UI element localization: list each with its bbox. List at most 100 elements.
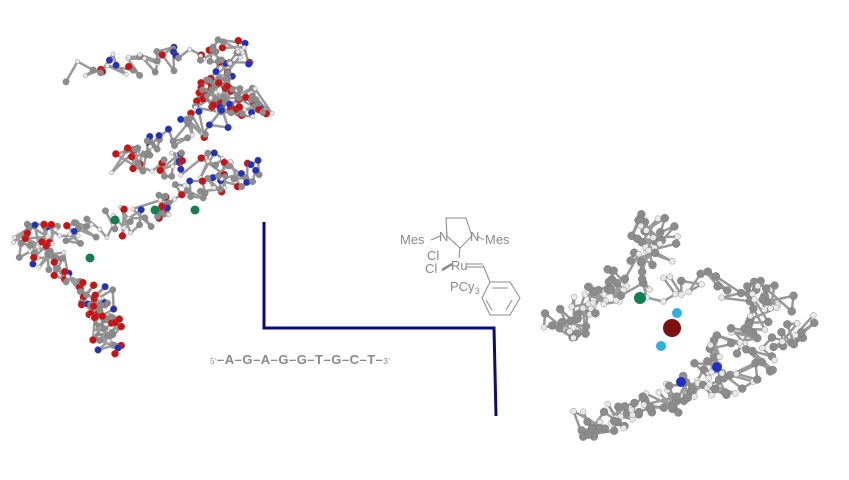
nitrogen-atom: [247, 161, 255, 169]
oxygen-atom: [91, 291, 100, 300]
bond: [620, 281, 644, 297]
oxygen-atom: [89, 281, 98, 290]
hydrogen-atom: [600, 291, 608, 298]
hydrogen-atom: [759, 344, 766, 352]
carbon-atom: [141, 214, 149, 222]
carbon-atom: [153, 57, 161, 65]
carbon-atom: [709, 336, 719, 345]
oxygen-atom: [177, 190, 186, 199]
carbon-atom: [583, 417, 592, 426]
hydrogen-atom: [123, 71, 129, 77]
nitrogen-atom: [101, 283, 109, 291]
hydrogen-atom: [36, 264, 42, 270]
carbon-atom: [636, 258, 646, 267]
carbon-atom: [749, 304, 758, 313]
carbon-atom: [58, 254, 66, 262]
nitrogen-atom: [110, 305, 118, 313]
carbon-atom: [672, 392, 681, 401]
carbon-atom: [206, 57, 214, 65]
carbon-atom: [171, 181, 179, 188]
carbon-atom: [677, 276, 686, 286]
carbon-atom: [589, 287, 598, 297]
carbon-atom: [212, 161, 219, 169]
carbon-atom: [47, 250, 55, 258]
carbon-atom: [76, 288, 84, 295]
hydrogen-atom: [706, 381, 713, 388]
hydrogen-atom: [45, 234, 50, 240]
carbon-atom: [175, 54, 182, 62]
carbon-atom: [769, 342, 778, 352]
catalyst-3d-model: [540, 210, 819, 441]
carbon-atom: [591, 309, 600, 318]
oxygen-atom: [214, 79, 223, 87]
hydrogen-atom: [52, 227, 58, 232]
nitrogen-atom: [205, 121, 213, 129]
carbon-atom: [637, 274, 647, 284]
nitrogen-atom: [254, 156, 262, 164]
carbon-atom: [168, 172, 176, 180]
hydrogen-atom: [643, 227, 650, 234]
carbon-atom: [17, 240, 25, 247]
carbon-atom: [104, 299, 112, 307]
hydrogen-atom: [237, 55, 243, 61]
bond: [199, 152, 216, 179]
bond: [159, 153, 179, 172]
nitrogen-atom: [212, 68, 220, 76]
hydrogen-atom: [589, 299, 597, 307]
bond: [172, 122, 189, 143]
hydrogen-atom: [187, 46, 193, 52]
bond: [662, 277, 677, 295]
carbon-atom: [126, 218, 134, 225]
hydrogen-atom: [96, 318, 102, 324]
hydrogen-atom: [747, 312, 754, 320]
carbon-atom: [690, 359, 699, 368]
carbon-atom: [656, 228, 665, 237]
carbon-atom: [720, 388, 730, 397]
base-G: G: [296, 352, 308, 367]
hydrogen-atom: [166, 212, 172, 218]
hydrogen-atom: [106, 338, 112, 344]
carbon-atom: [744, 326, 754, 336]
carbon-atom: [581, 329, 590, 338]
nitrogen-atom: [112, 61, 120, 69]
carbon-atom: [26, 242, 34, 249]
hydrogen-atom: [570, 407, 577, 415]
hydrogen-atom: [754, 282, 761, 290]
oxygen-atom: [89, 302, 98, 311]
carbon-atom: [650, 248, 660, 258]
carbon-atom: [235, 94, 243, 102]
base-G: G: [278, 352, 289, 367]
carbon-atom: [727, 338, 736, 348]
carbon-atom: [637, 267, 647, 276]
carbon-atom: [97, 301, 105, 309]
base-A: A: [260, 352, 271, 367]
carbon-atom: [797, 328, 806, 337]
oxygen-atom: [198, 177, 207, 185]
hydrogen-atom: [779, 338, 786, 345]
oxygen-atom: [40, 220, 48, 229]
carbon-atom: [248, 92, 256, 100]
carbon-atom: [810, 318, 819, 328]
carbon-atom: [573, 309, 583, 319]
hydrogen-atom: [205, 158, 211, 164]
hydrogen-atom: [600, 300, 608, 308]
oxygen-atom: [124, 62, 133, 71]
oxygen-atom: [197, 154, 206, 162]
hydrogen-atom: [718, 370, 726, 377]
nitrogen-atom: [210, 149, 218, 157]
oxygen-atom: [234, 36, 243, 45]
hydrogen-atom: [716, 353, 723, 361]
chlorine-atom: [656, 341, 666, 351]
carbon-atom: [208, 86, 216, 94]
hydrogen-atom: [666, 273, 674, 280]
carbon-atom: [161, 172, 168, 180]
base-T: T: [367, 352, 376, 367]
hydrogen-atom: [637, 222, 645, 230]
hydrogen-atom: [211, 185, 217, 191]
carbon-atom: [178, 149, 185, 157]
hydrogen-atom: [771, 357, 778, 364]
hydrogen-atom: [240, 50, 245, 56]
hydrogen-atom: [629, 411, 636, 419]
oxygen-atom: [42, 242, 50, 250]
